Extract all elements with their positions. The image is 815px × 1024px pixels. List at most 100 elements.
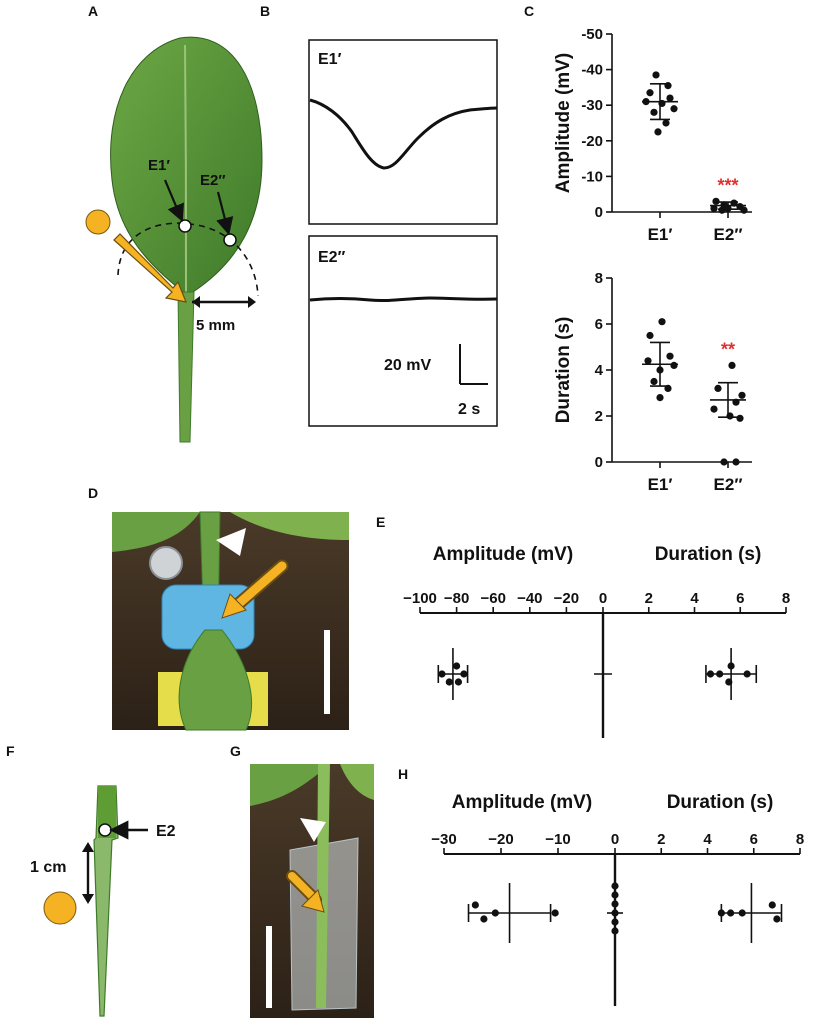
y-tick-label: 0 — [595, 204, 603, 221]
panel-d: D — [88, 485, 349, 731]
photo-d-leaf-right — [230, 512, 349, 540]
data-point — [666, 94, 674, 102]
electrode-e2-diagram-label: E2 — [156, 823, 176, 840]
panel-label-d: D — [88, 485, 98, 501]
x-tick-label: −60 — [480, 590, 505, 607]
x-tick-label: 8 — [782, 590, 790, 607]
data-point — [738, 391, 746, 399]
leaf-midrib — [184, 44, 187, 293]
data-point — [644, 357, 652, 365]
distance-arrow-bottom — [82, 894, 94, 904]
trace-box-e2 — [308, 235, 498, 427]
x-tick-label: E2″ — [714, 475, 743, 494]
center-data-point — [611, 900, 619, 908]
panel-label-a: A — [88, 3, 98, 19]
center-data-point — [611, 927, 619, 935]
y-tick-label: 2 — [595, 408, 603, 425]
data-point — [728, 361, 736, 369]
duration-title: Duration (s) — [667, 792, 774, 813]
x-tick-label: 2 — [657, 831, 665, 848]
data-point — [658, 318, 666, 326]
x-tick-label: 4 — [690, 590, 699, 607]
leaf-petiole — [177, 291, 195, 443]
panel-label-e: E — [376, 514, 385, 530]
photo-d-marker — [216, 528, 246, 556]
trace-box-e1 — [308, 39, 498, 225]
distance-arrow-left — [192, 296, 200, 308]
trace-e1 — [309, 98, 498, 170]
panel-f: F E2 1 cm — [6, 743, 176, 1017]
data-point — [670, 105, 678, 113]
x-tick-label: 6 — [750, 831, 758, 848]
photo-g-leaf-left — [250, 764, 330, 806]
x-tick-label: −40 — [517, 590, 542, 607]
panel-label-c: C — [524, 3, 534, 19]
duration-data-point — [768, 901, 776, 909]
arrow-e1 — [163, 179, 184, 223]
data-point — [720, 458, 728, 466]
y-axis-label: Duration (s) — [553, 317, 574, 424]
amplitude-data-point — [480, 915, 488, 923]
x-tick-label: E2″ — [714, 225, 743, 244]
distance-label: 5 mm — [196, 317, 235, 334]
x-tick-label: −10 — [545, 831, 570, 848]
data-point — [662, 119, 670, 127]
photo-d-scale-bar — [324, 630, 330, 714]
data-point — [646, 89, 654, 97]
stimulus-icon-f — [43, 891, 77, 925]
data-point — [654, 128, 662, 136]
photo-d-electrode — [149, 546, 183, 580]
electrode-e1-label: E1′ — [148, 157, 170, 174]
amplitude-data-point — [453, 662, 461, 670]
x-tick-label: 2 — [645, 590, 653, 607]
y-tick-label: 4 — [595, 362, 604, 379]
y-tick-label: -40 — [581, 62, 603, 79]
panel-label-f: F — [6, 743, 15, 759]
x-tick-label: −30 — [431, 831, 456, 848]
arrow-e2 — [216, 191, 234, 236]
data-point — [710, 405, 718, 413]
data-point — [656, 394, 664, 402]
x-tick-label: −20 — [554, 590, 579, 607]
photo-g-leaf-right — [340, 764, 374, 800]
significance-marker: *** — [717, 175, 738, 195]
x-tick-label: E1′ — [648, 225, 673, 244]
trace-e1-label: E1′ — [318, 51, 342, 68]
data-point — [670, 361, 678, 369]
data-point — [650, 108, 658, 116]
petiole-diagram — [93, 785, 119, 1017]
significance-marker: ** — [721, 339, 735, 359]
x-tick-label: 4 — [703, 831, 712, 848]
trace-e2 — [309, 296, 498, 303]
scale-time-label: 2 s — [458, 401, 480, 418]
photo-d-leaf-left — [112, 512, 200, 552]
y-tick-label: 8 — [595, 270, 603, 287]
data-point — [650, 377, 658, 386]
photo-d-arrowhead — [221, 593, 247, 619]
panel-label-b: B — [260, 3, 270, 19]
amplitude-data-point — [445, 678, 453, 686]
center-data-point — [611, 891, 619, 899]
trace-e2-label: E2″ — [318, 249, 346, 266]
data-point — [710, 204, 718, 213]
data-point — [732, 458, 740, 466]
stimulus-icon — [85, 209, 111, 235]
x-tick-label: −20 — [488, 831, 513, 848]
data-point — [718, 206, 726, 214]
y-tick-label: -10 — [581, 168, 603, 185]
x-tick-label: −100 — [403, 590, 437, 607]
y-tick-label: 0 — [595, 454, 603, 471]
amplitude-title: Amplitude (mV) — [433, 544, 573, 565]
amplitude-title: Amplitude (mV) — [452, 792, 592, 813]
x-tick-label: E1′ — [648, 475, 673, 494]
data-point — [652, 71, 660, 79]
duration-data-point — [773, 915, 781, 923]
